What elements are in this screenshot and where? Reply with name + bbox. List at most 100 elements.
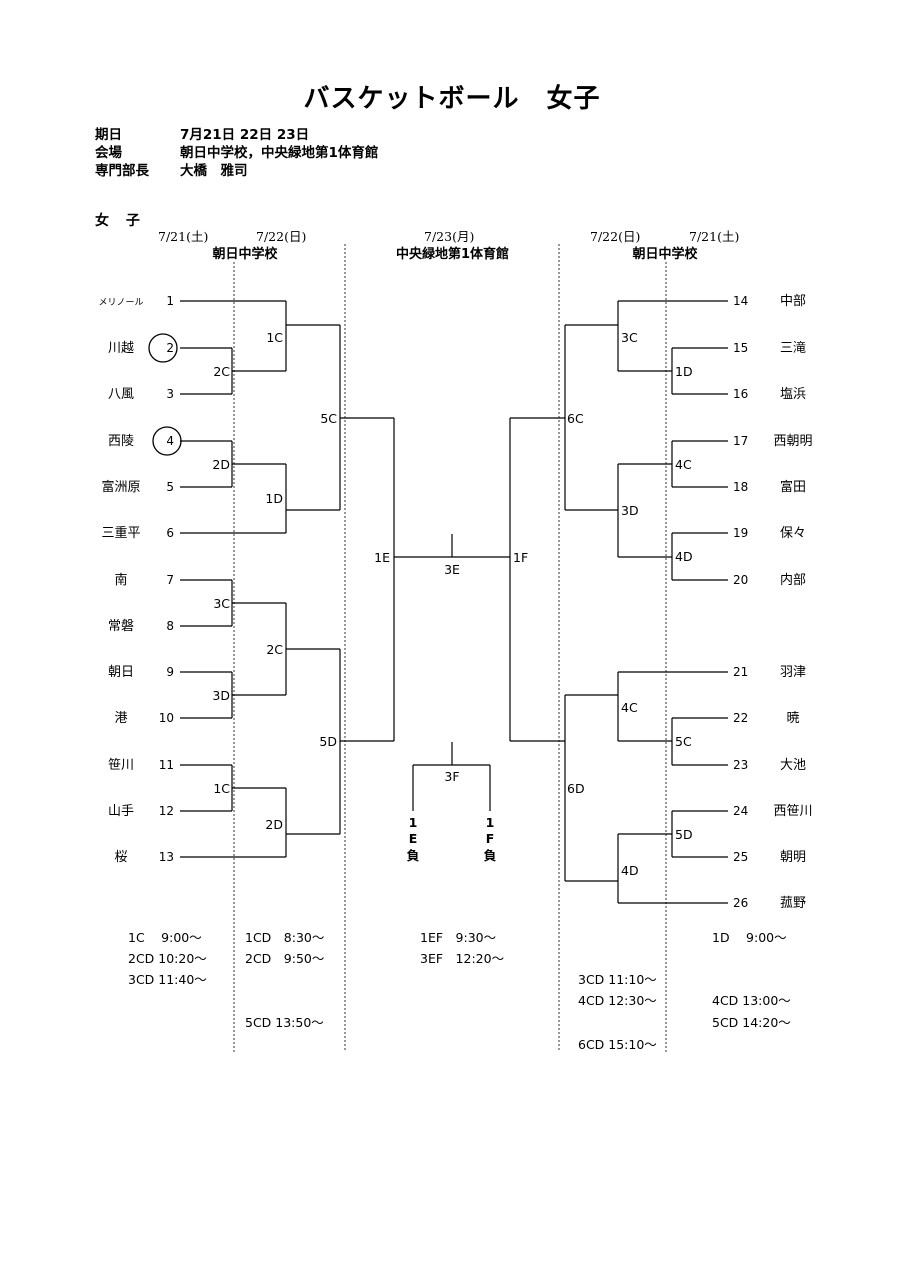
- date-right-day2: 7/22(日): [590, 229, 641, 244]
- right-team-names: 中部 三滝 塩浜 西朝明 富田 保々 内部 羽津 暁 大池 西笹川 朝明 菰野: [773, 294, 812, 911]
- match-label: 1E: [374, 550, 390, 565]
- team-name: 西陵: [108, 434, 134, 449]
- left-team-numbers: 1 2 3 4 5 6 7 8 9 10 11 12 13: [159, 294, 174, 864]
- match-label: 2C: [213, 364, 230, 379]
- team-number: 17: [733, 434, 748, 448]
- match-label: 6D: [567, 781, 585, 796]
- team-number: 24: [733, 804, 748, 818]
- match-3C-right-lines: [617, 300, 728, 372]
- team-number: 23: [733, 758, 748, 772]
- left-team-names: メリノール 川越 八風 西陵 富洲原 三重平 南 常磐 朝日 港 笹川 山手 桜: [98, 298, 143, 865]
- team-name: 西笹川: [773, 803, 812, 819]
- match-label: 5C: [675, 734, 692, 749]
- date-label: 期日: [95, 127, 122, 143]
- match-label: 6C: [567, 411, 584, 426]
- match-2C-lower-lines: [285, 603, 340, 695]
- date-left-day2: 7/22(日): [256, 229, 307, 244]
- seed-circle-4: [152, 426, 182, 456]
- venue-center: 中央緑地第1体育館: [395, 247, 510, 262]
- team-name: 菰野: [780, 896, 806, 911]
- match-label: 2D: [265, 817, 283, 832]
- team-number: 26: [733, 896, 748, 910]
- match-labels-center: 3E 3F: [444, 562, 460, 784]
- team-number: 13: [159, 850, 174, 864]
- match-label: 3F: [444, 769, 459, 784]
- date-right-day1: 7/21(土): [689, 229, 740, 244]
- match-labels-left: 2C 2D 3C 3D 1C 1C 1D 2C 2D 5C 5D 1E: [212, 330, 390, 832]
- team-number: 14: [733, 294, 748, 308]
- team-name: 中部: [780, 294, 806, 309]
- match-label: 2D: [212, 457, 230, 472]
- schedule-entry: 1CD 8:30～: [245, 930, 324, 945]
- seed-circle-2: [148, 333, 178, 363]
- schedule-entry: 2CD 9:50～: [245, 951, 324, 966]
- schedule-entry: 5CD 13:50～: [245, 1015, 324, 1030]
- match-1D-lines: [180, 464, 340, 534]
- team-number: 12: [159, 804, 174, 818]
- match-4D-lower-lines: [617, 833, 728, 904]
- team-name: 三滝: [780, 341, 806, 356]
- schedule-entry: 4CD 12:30～: [578, 993, 657, 1008]
- team-number: 4: [166, 434, 174, 448]
- match-label: 1C: [213, 781, 230, 796]
- schedule-entry: 6CD 15:10～: [578, 1037, 657, 1052]
- team-number: 1: [166, 294, 174, 308]
- chief-value: 大橋 雅司: [180, 163, 248, 179]
- team-number: 15: [733, 341, 748, 355]
- match-label: 1D: [675, 364, 693, 379]
- loser-label: E: [409, 831, 418, 846]
- match-label: 2C: [266, 642, 283, 657]
- match-label: 4C: [621, 700, 638, 715]
- team-number: 21: [733, 665, 748, 679]
- loser-label: 負: [484, 848, 497, 863]
- match-label: 4C: [675, 457, 692, 472]
- team-name: 塩浜: [780, 387, 806, 402]
- loser-label: 負: [407, 848, 420, 863]
- match-2D-lower-lines: [180, 788, 340, 858]
- match-5D-lines: [339, 649, 394, 834]
- match-2D-lines: [180, 440, 286, 488]
- team-name: メリノール: [98, 298, 143, 308]
- team-name: 羽津: [780, 665, 806, 680]
- schedule-entry: 3CD 11:10～: [578, 972, 657, 987]
- right-team-numbers: 14 15 16 17 18 19 20 21 22 23 24 25 26: [733, 294, 748, 910]
- team-number: 8: [166, 619, 174, 633]
- team-name: 笹川: [108, 757, 134, 773]
- team-name: 朝日: [108, 665, 134, 680]
- match-label: 3C: [621, 330, 638, 345]
- match-5C-lines: [339, 325, 394, 510]
- loser-labels: 1 E 負 1 F 負: [407, 815, 497, 863]
- date-center-day3: 7/23(月): [424, 229, 475, 244]
- team-number: 11: [159, 758, 174, 772]
- team-number: 10: [159, 711, 174, 725]
- team-name: 富洲原: [101, 479, 140, 495]
- team-number: 2: [166, 341, 174, 355]
- match-1D-right-lines: [671, 347, 728, 395]
- match-1C-lower-lines: [180, 764, 286, 812]
- match-6D-lines: [564, 694, 618, 882]
- team-name: 山手: [108, 804, 134, 819]
- match-1C-top-lines: [285, 301, 340, 371]
- team-number: 9: [166, 665, 174, 679]
- date-left-day1: 7/21(土): [158, 229, 209, 244]
- match-3D-lines: [180, 671, 286, 719]
- schedule: 1C 9:00～ 2CD 10:20～ 3CD 11:40～ 1CD 8:30～…: [128, 930, 791, 1052]
- team-number: 20: [733, 573, 748, 587]
- team-name: 暁: [786, 711, 799, 726]
- venue-value: 朝日中学校，中央緑地第1体育館: [180, 145, 379, 161]
- team-number: 16: [733, 387, 748, 401]
- venue-left: 朝日中学校: [212, 247, 278, 262]
- column-dividers: [233, 244, 667, 1052]
- match-label: 4D: [621, 863, 639, 878]
- team-name: 常磐: [108, 619, 134, 634]
- match-5D-right-lines: [671, 810, 728, 858]
- team-name: 富田: [780, 479, 806, 495]
- match-label: 3D: [212, 688, 230, 703]
- match-1F-connectors: [510, 417, 565, 742]
- schedule-entry: 1EF 9:30～: [420, 930, 496, 945]
- page-title: バスケットボール 女子: [303, 84, 601, 114]
- section-label: 女 子: [95, 213, 146, 229]
- loser-label: 1: [486, 815, 495, 830]
- match-label: 5D: [675, 827, 693, 842]
